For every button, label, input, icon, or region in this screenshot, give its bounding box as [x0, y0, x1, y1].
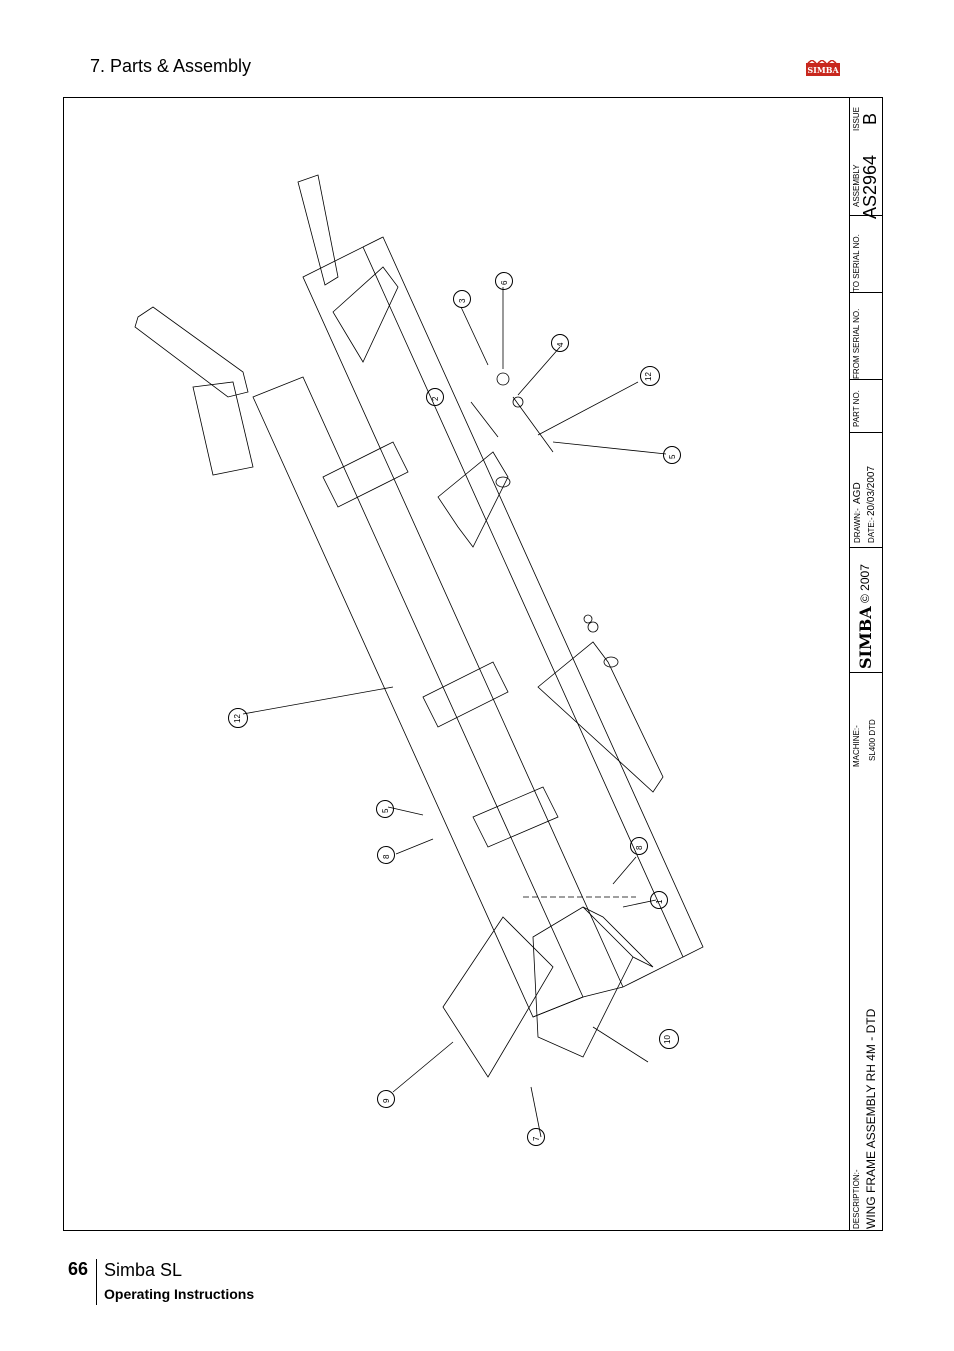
machine-value: SL400 DTD — [868, 719, 877, 761]
cross-member — [472, 786, 559, 848]
callout-8: 8 — [630, 837, 648, 855]
drawn-label: DRAWN:- — [853, 508, 862, 543]
mount-bracket — [437, 451, 509, 548]
exploded-assembly-drawing — [134, 174, 704, 1138]
pin — [512, 396, 554, 453]
callout-12: 12 — [640, 366, 660, 386]
page-number: 66 — [68, 1259, 89, 1279]
callout-10: 10 — [659, 1029, 679, 1049]
cover-plate — [442, 916, 554, 1078]
main-beam — [302, 246, 684, 988]
drawn-value: AGD — [852, 482, 863, 504]
footer-divider — [96, 1259, 97, 1305]
side-beam — [252, 376, 584, 1018]
callout-5: 5 — [663, 446, 681, 464]
top-arm — [134, 306, 249, 398]
callout-3: 3 — [453, 290, 471, 308]
callout-6: 6 — [495, 272, 513, 290]
callout-11: 12 — [228, 708, 248, 728]
from-serial-label: FROM SERIAL NO. — [852, 308, 861, 379]
document-subtitle: Operating Instructions — [104, 1286, 255, 1302]
section-title: 7. Parts & Assembly — [90, 56, 252, 76]
description-label: DESCRIPTION:- — [852, 1169, 861, 1229]
title-block-logo: SIMBA — [856, 606, 875, 669]
machine-label: MACHINE:- — [852, 725, 861, 767]
callout-1: 1 — [650, 891, 668, 909]
callout-5: 5 — [376, 800, 394, 818]
callout-8: 8 — [377, 846, 395, 864]
date-label: DATE:- — [867, 517, 876, 543]
to-serial-label: TO SERIAL NO. — [852, 234, 861, 292]
drawing-frame — [63, 97, 883, 1231]
callout-4: 4 — [551, 334, 569, 352]
cross-member — [422, 661, 509, 728]
cross-member — [322, 441, 409, 508]
logo-text: SIMBA — [807, 65, 839, 75]
lower-arm — [537, 641, 664, 793]
copyright: © 2007 — [858, 564, 872, 603]
product-name: Simba SL — [104, 1260, 183, 1280]
description-value: WING FRAME ASSEMBLY RH 4M - DTD — [864, 1008, 878, 1229]
part-no-label: PART NO. — [852, 390, 861, 427]
title-block: ISSUE B ASSEMBLY AS2964 TO SERIAL NO. FR… — [849, 97, 883, 1231]
simba-logo: SIMBA — [806, 60, 840, 76]
assembly-number: AS2964 — [860, 154, 880, 219]
date-value: 20/03/2007 — [866, 465, 877, 516]
callout-7: 7 — [527, 1128, 545, 1146]
box-guard — [532, 906, 634, 1058]
mount-bracket — [332, 266, 399, 363]
callout-9: 9 — [377, 1090, 395, 1108]
issue-value: B — [860, 112, 880, 125]
bracket — [192, 381, 254, 476]
callout-2: 2 — [426, 388, 444, 406]
plate — [297, 174, 339, 286]
